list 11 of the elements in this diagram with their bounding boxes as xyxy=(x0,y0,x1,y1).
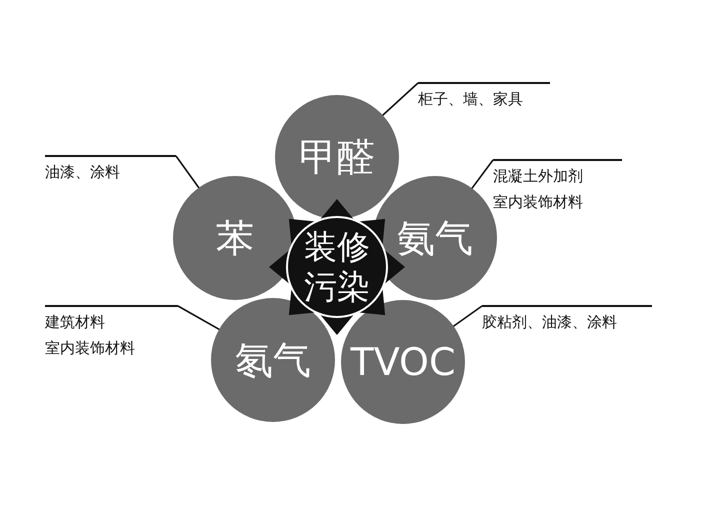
pollutant-circle: 甲醛 xyxy=(275,95,399,219)
source-note: 油漆、涂料 xyxy=(45,155,176,185)
leader-line xyxy=(175,156,200,189)
source-note: 混凝土外加剂 室内装饰材料 xyxy=(493,159,622,215)
source-note: 胶粘剂、油漆、涂料 xyxy=(482,305,652,335)
leader-line xyxy=(382,82,419,116)
source-note: 建筑材料 室内装饰材料 xyxy=(45,305,178,361)
leader-line xyxy=(178,305,220,331)
leader-line xyxy=(452,305,482,328)
leader-line xyxy=(470,160,494,190)
source-note: 柜子、墙、家具 xyxy=(418,82,550,112)
